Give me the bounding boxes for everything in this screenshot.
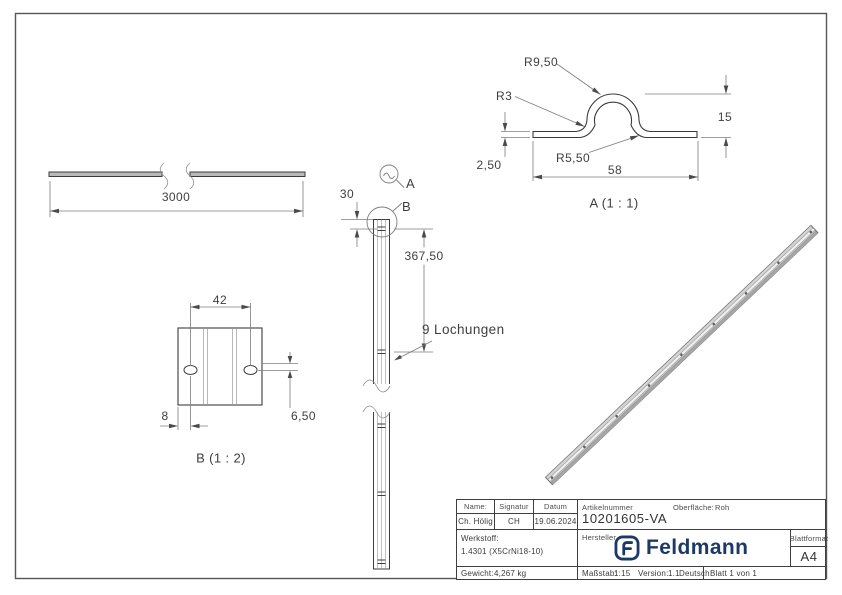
material-cell: Werkstoff: 1.4301 (X5CrNi18-10) [457, 530, 578, 567]
detail-a-title: A (1 : 1) [589, 195, 639, 211]
side-view [362, 219, 391, 570]
dimension-367-50 [394, 228, 433, 353]
dim-6-50: 6,50 [291, 409, 316, 423]
manufacturer-label: Hersteller [582, 533, 617, 542]
break-mark [185, 162, 195, 190]
name-label: Name: [457, 500, 495, 514]
format-label: Blattformat [790, 530, 828, 547]
scale-value: 1:15 [614, 569, 631, 578]
front-view-dimension-3000 [49, 181, 304, 217]
dim-r9-50: R9,50 [524, 55, 559, 69]
signature-value: CH [495, 514, 534, 530]
detail-a-dimensions [501, 63, 731, 181]
article-label: Artikelnummer [582, 503, 633, 512]
weight-label: Gewicht: [461, 569, 494, 578]
detail-b-dimensions [160, 303, 298, 430]
date-label: Datum [534, 500, 578, 514]
dim-30: 30 [339, 187, 355, 201]
dim-58: 58 [607, 163, 623, 177]
hole [243, 365, 258, 375]
manufacturer-cell: Hersteller Feldmann [578, 530, 791, 567]
callout-b [366, 202, 403, 238]
language-value: Deutsch [679, 569, 710, 578]
date-value: 19.06.2024 [534, 514, 578, 530]
iso-holes [550, 230, 813, 479]
scale-cell: Maßstab: 1:15 Version: 1.1 Deutsch [578, 567, 710, 579]
holes-leader [394, 340, 433, 361]
dim-3000: 3000 [161, 190, 191, 204]
brand-logo: Feldmann [614, 535, 748, 561]
profile-section [532, 93, 698, 139]
dimension-30 [341, 202, 377, 247]
dim-367-50: 367,50 [403, 249, 445, 263]
hole-marks [377, 226, 386, 564]
dim-r5-50: R5,50 [556, 151, 591, 165]
sheet-value: Blatt 1 von 1 [710, 569, 758, 578]
section-wave-icon [383, 172, 395, 179]
title-block: Name: Signatur Datum Ch. Hölig CH 19.06.… [456, 499, 828, 580]
scale-label: Maßstab: [582, 569, 617, 578]
signature-label: Signatur [495, 500, 534, 514]
callout-b-label: B [402, 199, 412, 214]
feldmann-f-icon [614, 535, 640, 561]
dim-r3: R3 [496, 89, 513, 103]
article-number: 10201605-VA [582, 511, 668, 526]
break-mark [159, 162, 169, 190]
front-view [48, 162, 306, 190]
sheet-frame [14, 12, 828, 580]
article-cell: Artikelnummer 10201605-VA Oberfläche: Ro… [578, 500, 827, 530]
format-value: A4 [791, 547, 827, 567]
detail-a-view [501, 63, 731, 181]
name-value: Ch. Hölig [457, 514, 495, 530]
detail-b-view [160, 303, 298, 430]
isometric-view [544, 224, 819, 486]
version-value: 1.1 [668, 569, 680, 578]
brand-name: Feldmann [646, 536, 749, 559]
surface-value: Roh [715, 503, 730, 512]
detail-b-title: B (1 : 2) [196, 450, 246, 466]
material-value: 1.4301 (X5CrNi18-10) [461, 547, 544, 556]
sheet-cell: Blatt 1 von 1 [704, 567, 827, 579]
version-label: Version: [638, 569, 669, 578]
callout-a [379, 164, 405, 188]
dim-42: 42 [212, 293, 228, 307]
weight-value: 4,267 kg [494, 569, 527, 578]
callout-a-label: A [406, 176, 416, 191]
bend-lines [203, 328, 237, 405]
holes-note: 9 Lochungen [422, 322, 505, 337]
surface-label: Oberfläche: [673, 503, 714, 512]
dim-8: 8 [161, 409, 169, 423]
material-label: Werkstoff: [461, 534, 499, 543]
dim-2-50: 2,50 [476, 158, 502, 172]
weight-cell: Gewicht: 4,267 kg [457, 567, 578, 579]
break-mark [362, 405, 391, 419]
break-mark [362, 379, 391, 393]
hole [183, 365, 198, 375]
dim-15: 15 [717, 110, 733, 124]
